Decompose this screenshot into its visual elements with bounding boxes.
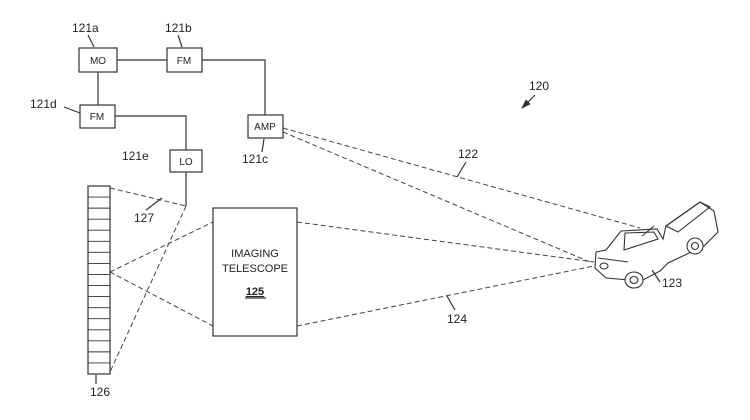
system-ref-arrowhead (521, 99, 531, 109)
lo-to-array-top (109, 187, 187, 207)
mo-block: MO 121a (72, 21, 118, 73)
telescope-line1: IMAGING (231, 248, 279, 260)
lo-beam-leader (145, 197, 163, 211)
fm-top-block: FM 121b (165, 21, 203, 73)
vehicle-windshield (623, 231, 659, 251)
vehicle-pillar (641, 225, 655, 237)
telescope-line2: TELESCOPE (222, 263, 288, 275)
telescope-block: IMAGING TELESCOPE 125 (212, 207, 298, 337)
vehicle-front-hub (629, 275, 639, 285)
rx-beam-upper (296, 221, 595, 263)
wire-fm-amp (202, 59, 266, 115)
lo-block: LO 121e (122, 149, 203, 173)
telescope-box (212, 207, 298, 337)
tx-beam-upper (282, 127, 641, 229)
telescope-ref: 125 (246, 286, 264, 298)
vehicle-leader (651, 269, 661, 283)
amp-leader (261, 138, 265, 153)
fm-top-box (166, 47, 203, 73)
detector-array-cells (88, 196, 110, 364)
reference-labels: 120 122 123 124 126 127 (90, 79, 682, 399)
mo-leader (87, 34, 95, 48)
amp-ref: 121c (242, 152, 268, 166)
tx-beam-leader (456, 161, 467, 178)
detector-array-frame (87, 185, 111, 375)
mo-ref: 121a (72, 21, 99, 35)
vehicle-headlight (599, 262, 609, 270)
optical-paths (109, 127, 641, 373)
fm-left-block: FM 121d (30, 97, 116, 129)
telescope-to-array-bottom (109, 271, 214, 327)
lo-box (169, 149, 203, 173)
amp-label: AMP (254, 122, 276, 133)
vehicle-grille (597, 257, 629, 263)
vehicle-rear-hub (690, 241, 700, 251)
vehicle-truck-bed (664, 201, 712, 233)
rx-beam-leader (446, 295, 456, 311)
lo-label: LO (179, 157, 193, 168)
fm-left-label: FM (90, 112, 104, 123)
rx-beam-ref: 124 (447, 312, 467, 326)
lo-ref: 121e (122, 149, 149, 163)
fm-top-label: FM (177, 56, 191, 67)
vehicle-ref: 123 (662, 276, 682, 290)
fm-left-box (79, 104, 116, 129)
tx-beam-lower (282, 131, 591, 263)
lo-beam-ref: 127 (134, 211, 154, 225)
amp-block: AMP 121c (242, 114, 284, 166)
mo-label: MO (90, 56, 106, 67)
detector-array (87, 185, 111, 375)
telescope-to-array-top (109, 221, 214, 273)
lo-to-array-bottom (109, 205, 187, 373)
system-ref: 120 (529, 79, 549, 93)
tx-beam-ref: 122 (458, 147, 478, 161)
signal-wires (97, 59, 266, 206)
fm-left-ref: 121d (30, 97, 57, 111)
vehicle (594, 201, 719, 289)
fm-top-leader (177, 34, 183, 48)
detector-array-ref: 126 (90, 385, 110, 399)
fm-left-leader (63, 106, 81, 114)
fm-top-ref: 121b (165, 21, 192, 35)
mo-box (78, 47, 118, 73)
amp-box (247, 114, 284, 139)
wire-fm-lo (115, 115, 187, 150)
rx-beam-lower (296, 265, 595, 327)
